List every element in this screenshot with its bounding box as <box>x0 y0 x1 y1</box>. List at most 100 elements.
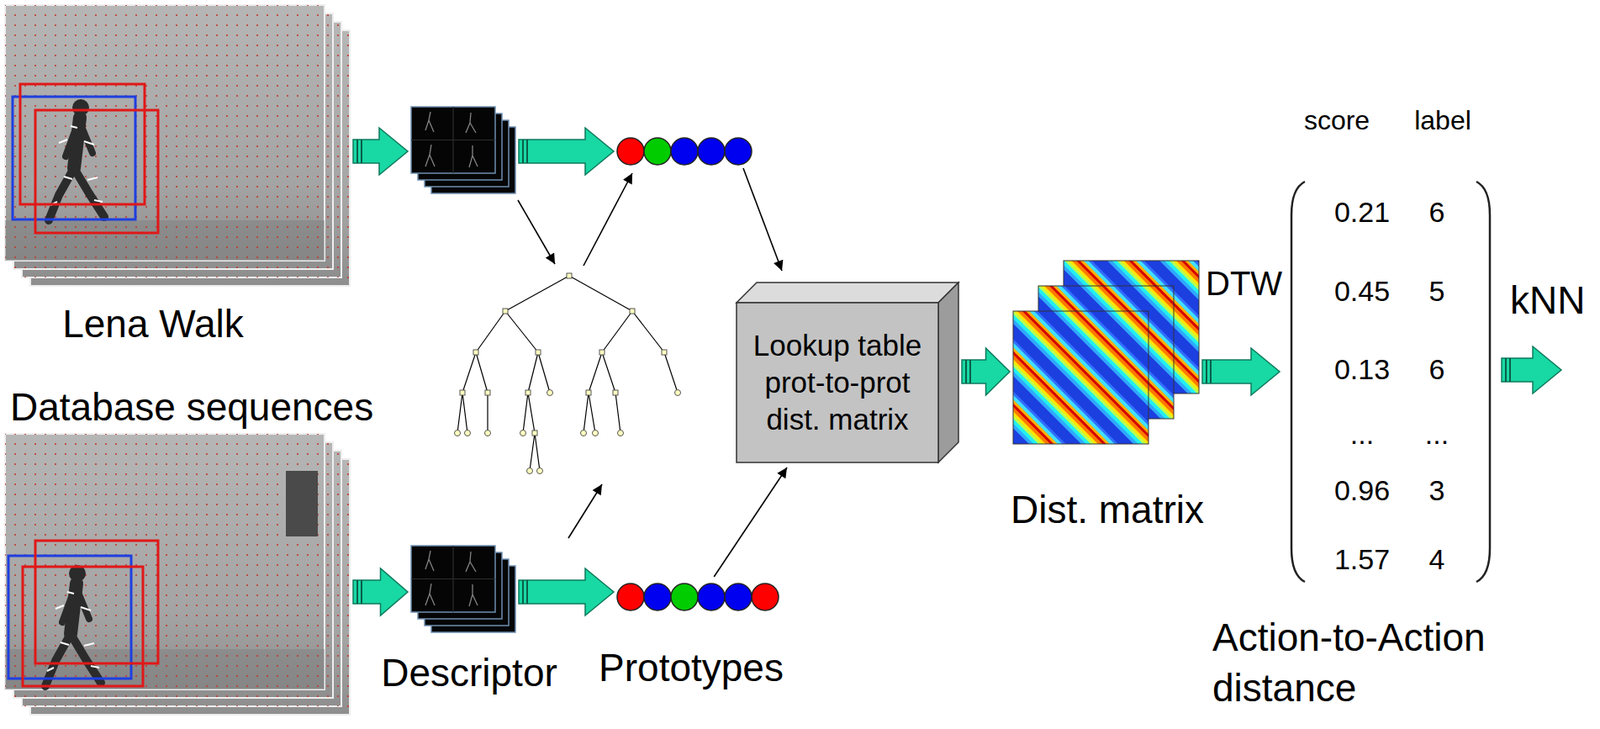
background-object <box>285 470 318 537</box>
vocabulary-tree <box>599 349 605 355</box>
table-cell: ... <box>1425 417 1449 452</box>
vocabulary-tree <box>566 273 572 279</box>
vocabulary-tree <box>580 430 587 437</box>
prototype-dot <box>697 583 725 611</box>
cluster-sequence: Prototypes <box>617 583 779 611</box>
arrow-tail-stripe <box>522 580 524 604</box>
vocabulary-tree <box>629 308 635 314</box>
table-cell: 1.57 <box>1334 542 1390 577</box>
arrow-tail-stripe <box>356 580 359 604</box>
label-holder: ... <box>1277 417 1447 452</box>
flow-arrow <box>518 568 614 616</box>
label-holder: 1.57 <box>1277 542 1447 577</box>
feature-stack: Descriptor <box>411 545 516 633</box>
result-matrix: Action-to-Action distance <box>1283 168 1499 589</box>
bounding-box <box>35 540 159 664</box>
thin-arrow <box>517 200 555 265</box>
matrix-bracket <box>1476 181 1490 582</box>
prototype-dot <box>617 583 645 611</box>
vocabulary-tree <box>473 349 479 355</box>
table-cell: 4 <box>1429 542 1446 577</box>
flow-arrow <box>713 467 787 577</box>
vocabulary-tree <box>535 349 541 355</box>
prototype-dot <box>697 137 725 165</box>
matrix-bracket <box>1291 181 1490 582</box>
cube-side <box>938 282 959 463</box>
label-holder: Database sequences <box>10 385 406 430</box>
bounding-box <box>35 110 159 233</box>
prototype-dot <box>751 583 779 611</box>
bounding-box <box>22 566 143 687</box>
bounding-box <box>20 84 145 205</box>
prototype-dot <box>644 137 671 165</box>
thin-arrow <box>583 173 633 266</box>
thin-arrow <box>568 484 602 539</box>
thin-arrow <box>743 168 782 271</box>
vocabulary-tree <box>457 275 678 471</box>
vocabulary-tree <box>661 349 667 355</box>
flow-arrow <box>1202 348 1280 396</box>
table-cell: 0.96 <box>1334 473 1390 508</box>
column-header: score <box>1304 104 1370 137</box>
vocabulary-tree <box>454 430 461 437</box>
node-label: Descriptor <box>380 648 558 699</box>
vocabulary-tree <box>586 390 592 396</box>
arrow-tail-stripe <box>1205 359 1208 384</box>
distance-heatmap <box>1013 260 1199 444</box>
bounding-box <box>8 555 132 679</box>
column-header: label <box>1414 104 1472 137</box>
block-arrow <box>518 127 614 175</box>
vocabulary-tree <box>485 390 491 396</box>
label-holder: Descriptor <box>343 648 596 699</box>
vocabulary-tree <box>454 273 682 475</box>
vocabulary-tree <box>454 273 682 475</box>
walking-person <box>45 565 101 687</box>
table-cell: 3 <box>1429 473 1446 508</box>
method-label: kNN <box>1510 277 1585 324</box>
vocabulary-tree <box>520 430 527 437</box>
vocabulary-tree <box>527 468 534 475</box>
prototype-dot <box>617 137 752 165</box>
table-cell: 6 <box>1429 195 1446 230</box>
matrix-bracket <box>1291 181 1305 582</box>
prototype-dot <box>670 137 698 165</box>
arrow-tail-stripe <box>360 580 363 604</box>
label-holder: ... <box>1352 417 1521 452</box>
label-holder: DTW <box>1205 263 1283 304</box>
bounding-box <box>12 84 159 233</box>
vocabulary-tree <box>502 308 508 314</box>
video-frame-stack: Database sequences <box>5 433 350 715</box>
table-cell: 0.45 <box>1334 274 1390 309</box>
arrow-tail-stripe <box>526 580 529 604</box>
vocabulary-tree <box>547 390 554 397</box>
bounding-box <box>12 96 136 220</box>
bounding-box <box>8 540 159 687</box>
table-cell: ... <box>1350 417 1374 452</box>
label-holder: Prototypes <box>565 643 818 694</box>
vocabulary-tree <box>592 430 599 437</box>
node-label: Lookup table prot-to-prot dist. matrix <box>736 327 939 438</box>
label-holder: 0.13 <box>1277 352 1447 387</box>
video-frame-stack: Lena Walk <box>5 5 350 286</box>
node-label: Database sequences <box>10 385 374 430</box>
vocabulary-tree <box>612 390 618 396</box>
node-label: Lena Walk <box>62 299 244 350</box>
label-holder: label <box>1358 104 1527 137</box>
label-holder: Lena Walk <box>26 299 280 350</box>
table-cell: 0.21 <box>1334 195 1390 230</box>
arrow-tail-stripe <box>1209 359 1212 384</box>
label-holder: Action-to-Action distance <box>1212 612 1516 714</box>
video-frame-stack <box>5 433 350 715</box>
table-cell: 0.13 <box>1334 352 1390 387</box>
arrow-tail-stripe <box>969 359 972 384</box>
distance-heatmap <box>1013 311 1149 444</box>
label-holder: kNN <box>1510 277 1600 324</box>
descriptor-image-stack <box>411 106 516 194</box>
video-frame-stack <box>5 5 350 286</box>
heatmap-stack: Dist. matrix <box>1013 260 1199 444</box>
prototype-dot <box>670 583 698 611</box>
flow-arrow <box>961 348 1010 396</box>
cube-front <box>736 302 939 463</box>
label-holder: 0.21 <box>1277 195 1447 230</box>
node-label: Dist. matrix <box>1010 485 1204 536</box>
